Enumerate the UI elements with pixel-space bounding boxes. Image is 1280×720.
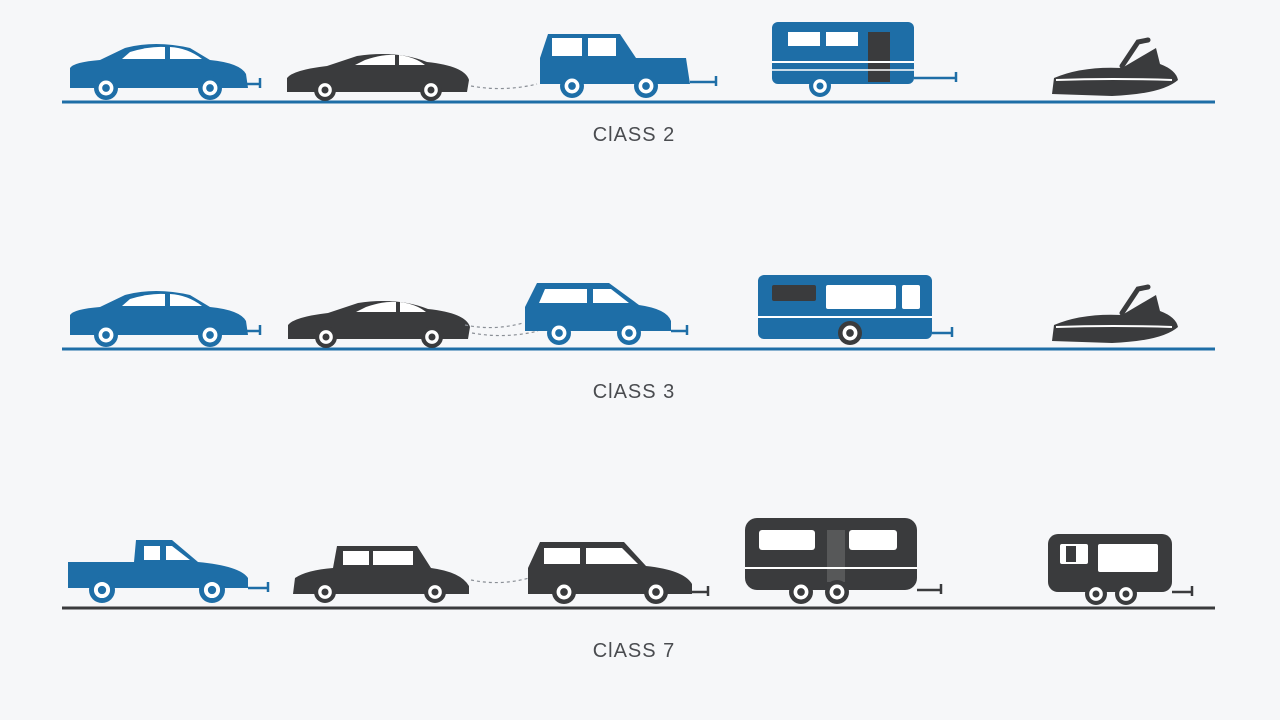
class-label-1: ClASS 2	[592, 124, 676, 146]
class-row-1	[62, 22, 1215, 104]
jet-ski-icon	[1052, 37, 1178, 96]
class-label-2: ClASS 3	[592, 381, 676, 403]
tandem-camper-icon	[745, 518, 943, 604]
sedan-icon	[70, 291, 262, 347]
sports-car-icon	[287, 54, 538, 101]
sedan-icon	[70, 44, 262, 100]
sports-car-icon	[288, 301, 539, 348]
camper-trailer-icon	[772, 22, 958, 97]
jet-ski-icon	[1052, 284, 1178, 343]
wagon-icon	[528, 542, 710, 604]
suv-icon	[293, 546, 530, 603]
class-row-3	[62, 518, 1215, 610]
class-row-2	[62, 275, 1215, 351]
class-label-3: ClASS 7	[592, 640, 676, 662]
small-camper-icon	[1048, 534, 1194, 605]
hatchback-icon	[464, 283, 689, 345]
caravan-trailer-icon	[758, 275, 954, 345]
utility-trailer-icon	[540, 34, 718, 98]
pickup-truck-icon	[68, 540, 270, 603]
